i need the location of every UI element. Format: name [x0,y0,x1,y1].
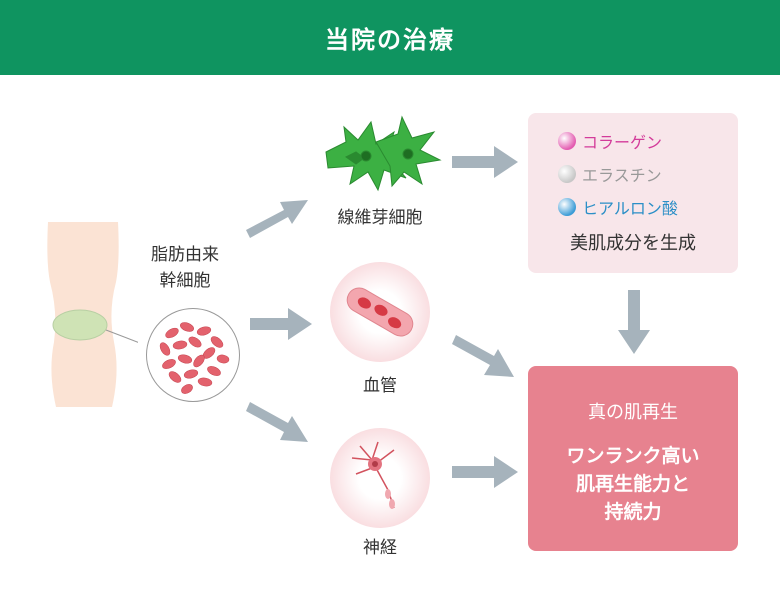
source-label: 脂肪由来 幹細胞 [140,242,230,294]
component-name: コラーゲン [582,133,663,152]
arrow-to-fibroblast [246,200,308,238]
component-elastin: エラスチン [558,162,662,186]
components-caption: 美肌成分を生成 [570,233,696,254]
result-box: 真の肌再生 ワンランク高い 肌再生能力と 持続力 [528,366,738,551]
page-title: 当院の治療 [0,0,780,75]
component-name: エラスチン [582,166,662,185]
component-name: ヒアルロン酸 [582,199,678,218]
arrow-blood-vessel-to-result [452,335,514,377]
arrow-to-blood-vessel [250,308,312,340]
source-label-line2: 幹細胞 [159,271,211,291]
result-line3: 持続力 [604,501,662,523]
result-description: ワンランク高い 肌再生能力と 持続力 [528,442,738,526]
components-box: コラーゲン エラスチン ヒアルロン酸 美肌成分を生成 [528,113,738,273]
blood-vessel-circle [330,262,430,362]
arrow-components-to-result [618,290,650,354]
target-label-nerve: 神経 [363,538,397,558]
elastin-ball-icon [558,165,576,183]
blood-vessel-icon [346,287,414,337]
nerve-icon [351,441,395,509]
result-title: 真の肌再生 [588,402,678,423]
arrow-nerve-to-result [452,456,518,488]
source-label-line1: 脂肪由来 [151,245,219,265]
arrow-fibroblast-to-components [452,146,518,178]
hyaluronic-ball-icon [558,198,576,216]
component-collagen: コラーゲン [558,129,662,153]
stem-cells-circle [146,308,240,402]
collagen-ball-icon [558,132,576,150]
arrow-to-nerve [246,402,308,442]
abdomen-fat-region [52,309,108,341]
nerve-circle [330,428,430,528]
target-label-blood-vessel: 血管 [363,376,397,396]
body-silhouette-icon [47,222,138,407]
fibroblast-icon [325,115,442,192]
stem-cells-icon [159,322,230,394]
result-line1: ワンランク高い [566,445,700,467]
component-hyaluronic-acid: ヒアルロン酸 [558,195,678,219]
result-line2: 肌再生能力と [575,473,690,495]
target-label-fibroblast: 線維芽細胞 [337,208,423,228]
